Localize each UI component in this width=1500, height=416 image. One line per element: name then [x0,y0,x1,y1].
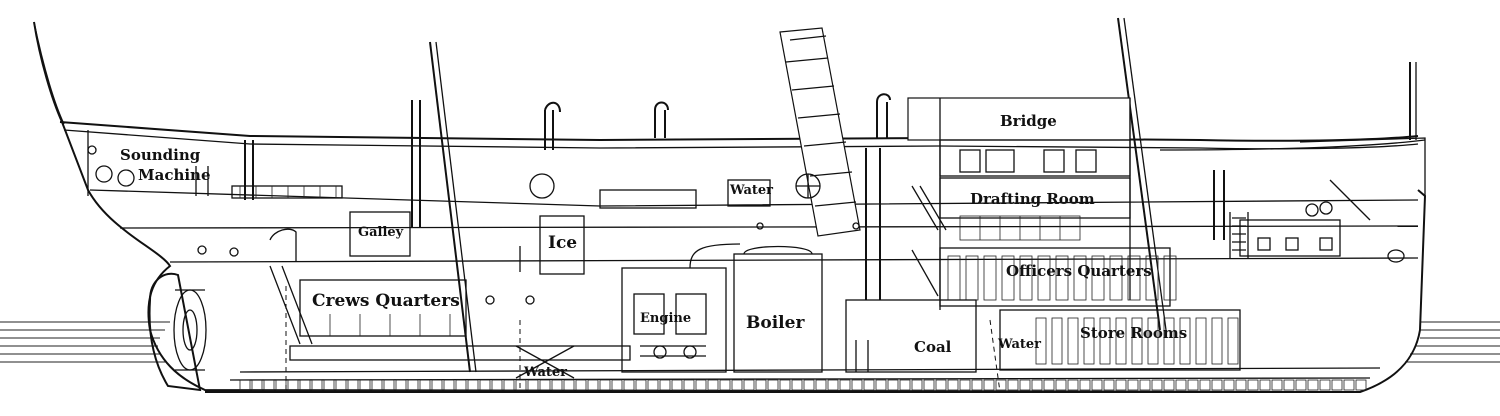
funnel [779,27,861,237]
label-store-rooms: Store Rooms [1080,324,1187,342]
label-bridge: Bridge [1000,112,1057,130]
diagram-labels: Sounding Machine Galley Ice Water Bridge… [120,112,1187,380]
label-boiler: Boiler [746,313,805,333]
label-engine: Engine [640,311,691,326]
ventilators [244,93,1225,300]
label-water-top: Water [729,183,773,198]
label-officers-quarters: Officers Quarters [1006,262,1152,280]
keel-frames [239,379,1367,391]
label-machine: Machine [138,166,211,184]
hull-outline [33,21,1427,394]
water-tanks [285,286,1001,393]
label-sounding: Sounding [120,146,201,164]
label-ice: Ice [548,233,577,253]
aft-section [87,130,535,345]
bridge-deckhouse [907,97,1177,310]
store-rooms [999,309,1241,371]
bow-details [1229,179,1405,263]
masts [429,17,1417,373]
label-drafting-room: Drafting Room [970,190,1095,208]
midship-section [519,173,977,373]
rudder-propeller [148,272,207,392]
label-water-bottom: Water [523,365,567,380]
label-water-aft: Water [997,337,1041,352]
label-galley: Galley [358,225,404,240]
label-coal: Coal [914,338,952,356]
sea-lines [0,321,1500,363]
label-crews-quarters: Crews Quarters [312,291,460,311]
